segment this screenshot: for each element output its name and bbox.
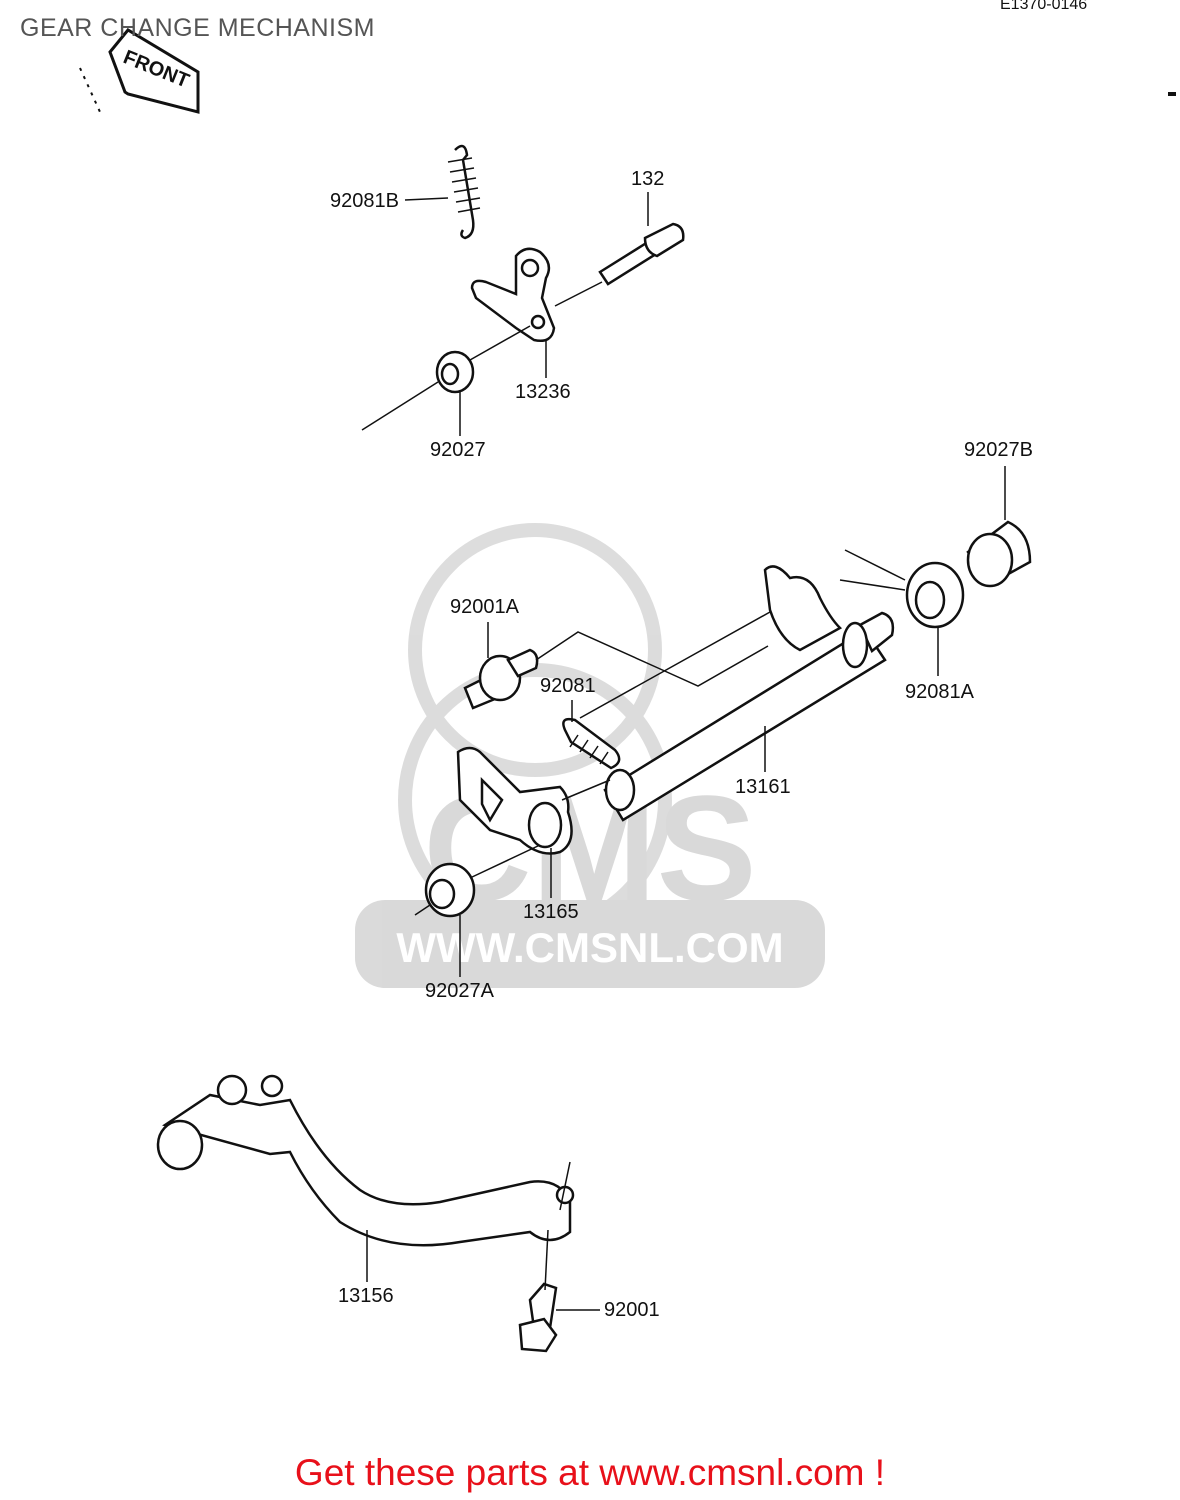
bolt-132: [598, 222, 685, 286]
footer-link[interactable]: Get these parts at www.cmsnl.com !: [294, 1452, 886, 1493]
collar-92027: [435, 350, 475, 394]
spring-92081: [562, 717, 621, 770]
plate-13165: [456, 746, 573, 855]
watermark-url: WWW.CMSNL.COM: [396, 924, 783, 971]
part-label-92001[interactable]: 92001: [604, 1299, 660, 1321]
pin-92001A: [463, 648, 539, 710]
page-title: GEAR CHANGE MECHANISM: [20, 14, 375, 42]
part-label-92027B[interactable]: 92027B: [964, 439, 1033, 461]
spring-92081B: [447, 144, 481, 240]
shaft-13161: [603, 565, 895, 822]
part-label-92027A[interactable]: 92027A: [425, 980, 495, 1002]
leader-lines: [366, 192, 1006, 1311]
spring-92081A: [839, 549, 965, 629]
part-label-13161[interactable]: 13161: [735, 776, 791, 798]
part-label-13156[interactable]: 13156: [338, 1285, 394, 1307]
collar-92027B: [966, 520, 1032, 588]
arm-13236: [470, 247, 556, 342]
collar-92027A: [424, 862, 476, 918]
bolt-92001: [518, 1282, 558, 1353]
part-label-132[interactable]: 132: [631, 168, 664, 190]
part-label-92027[interactable]: 92027: [430, 439, 486, 461]
part-label-13165[interactable]: 13165: [523, 901, 579, 923]
watermark: CMS WWW.CMSNL.COM: [355, 523, 825, 988]
pedal-13156: [156, 1074, 575, 1247]
part-label-13236[interactable]: 13236: [515, 381, 571, 403]
part-label-92001A[interactable]: 92001A: [450, 596, 520, 618]
part-label-92081[interactable]: 92081: [540, 675, 596, 697]
part-label-92081B[interactable]: 92081B: [330, 190, 399, 212]
diagram-code: E1370-0146: [1000, 0, 1088, 13]
part-label-92081A[interactable]: 92081A: [905, 681, 975, 703]
